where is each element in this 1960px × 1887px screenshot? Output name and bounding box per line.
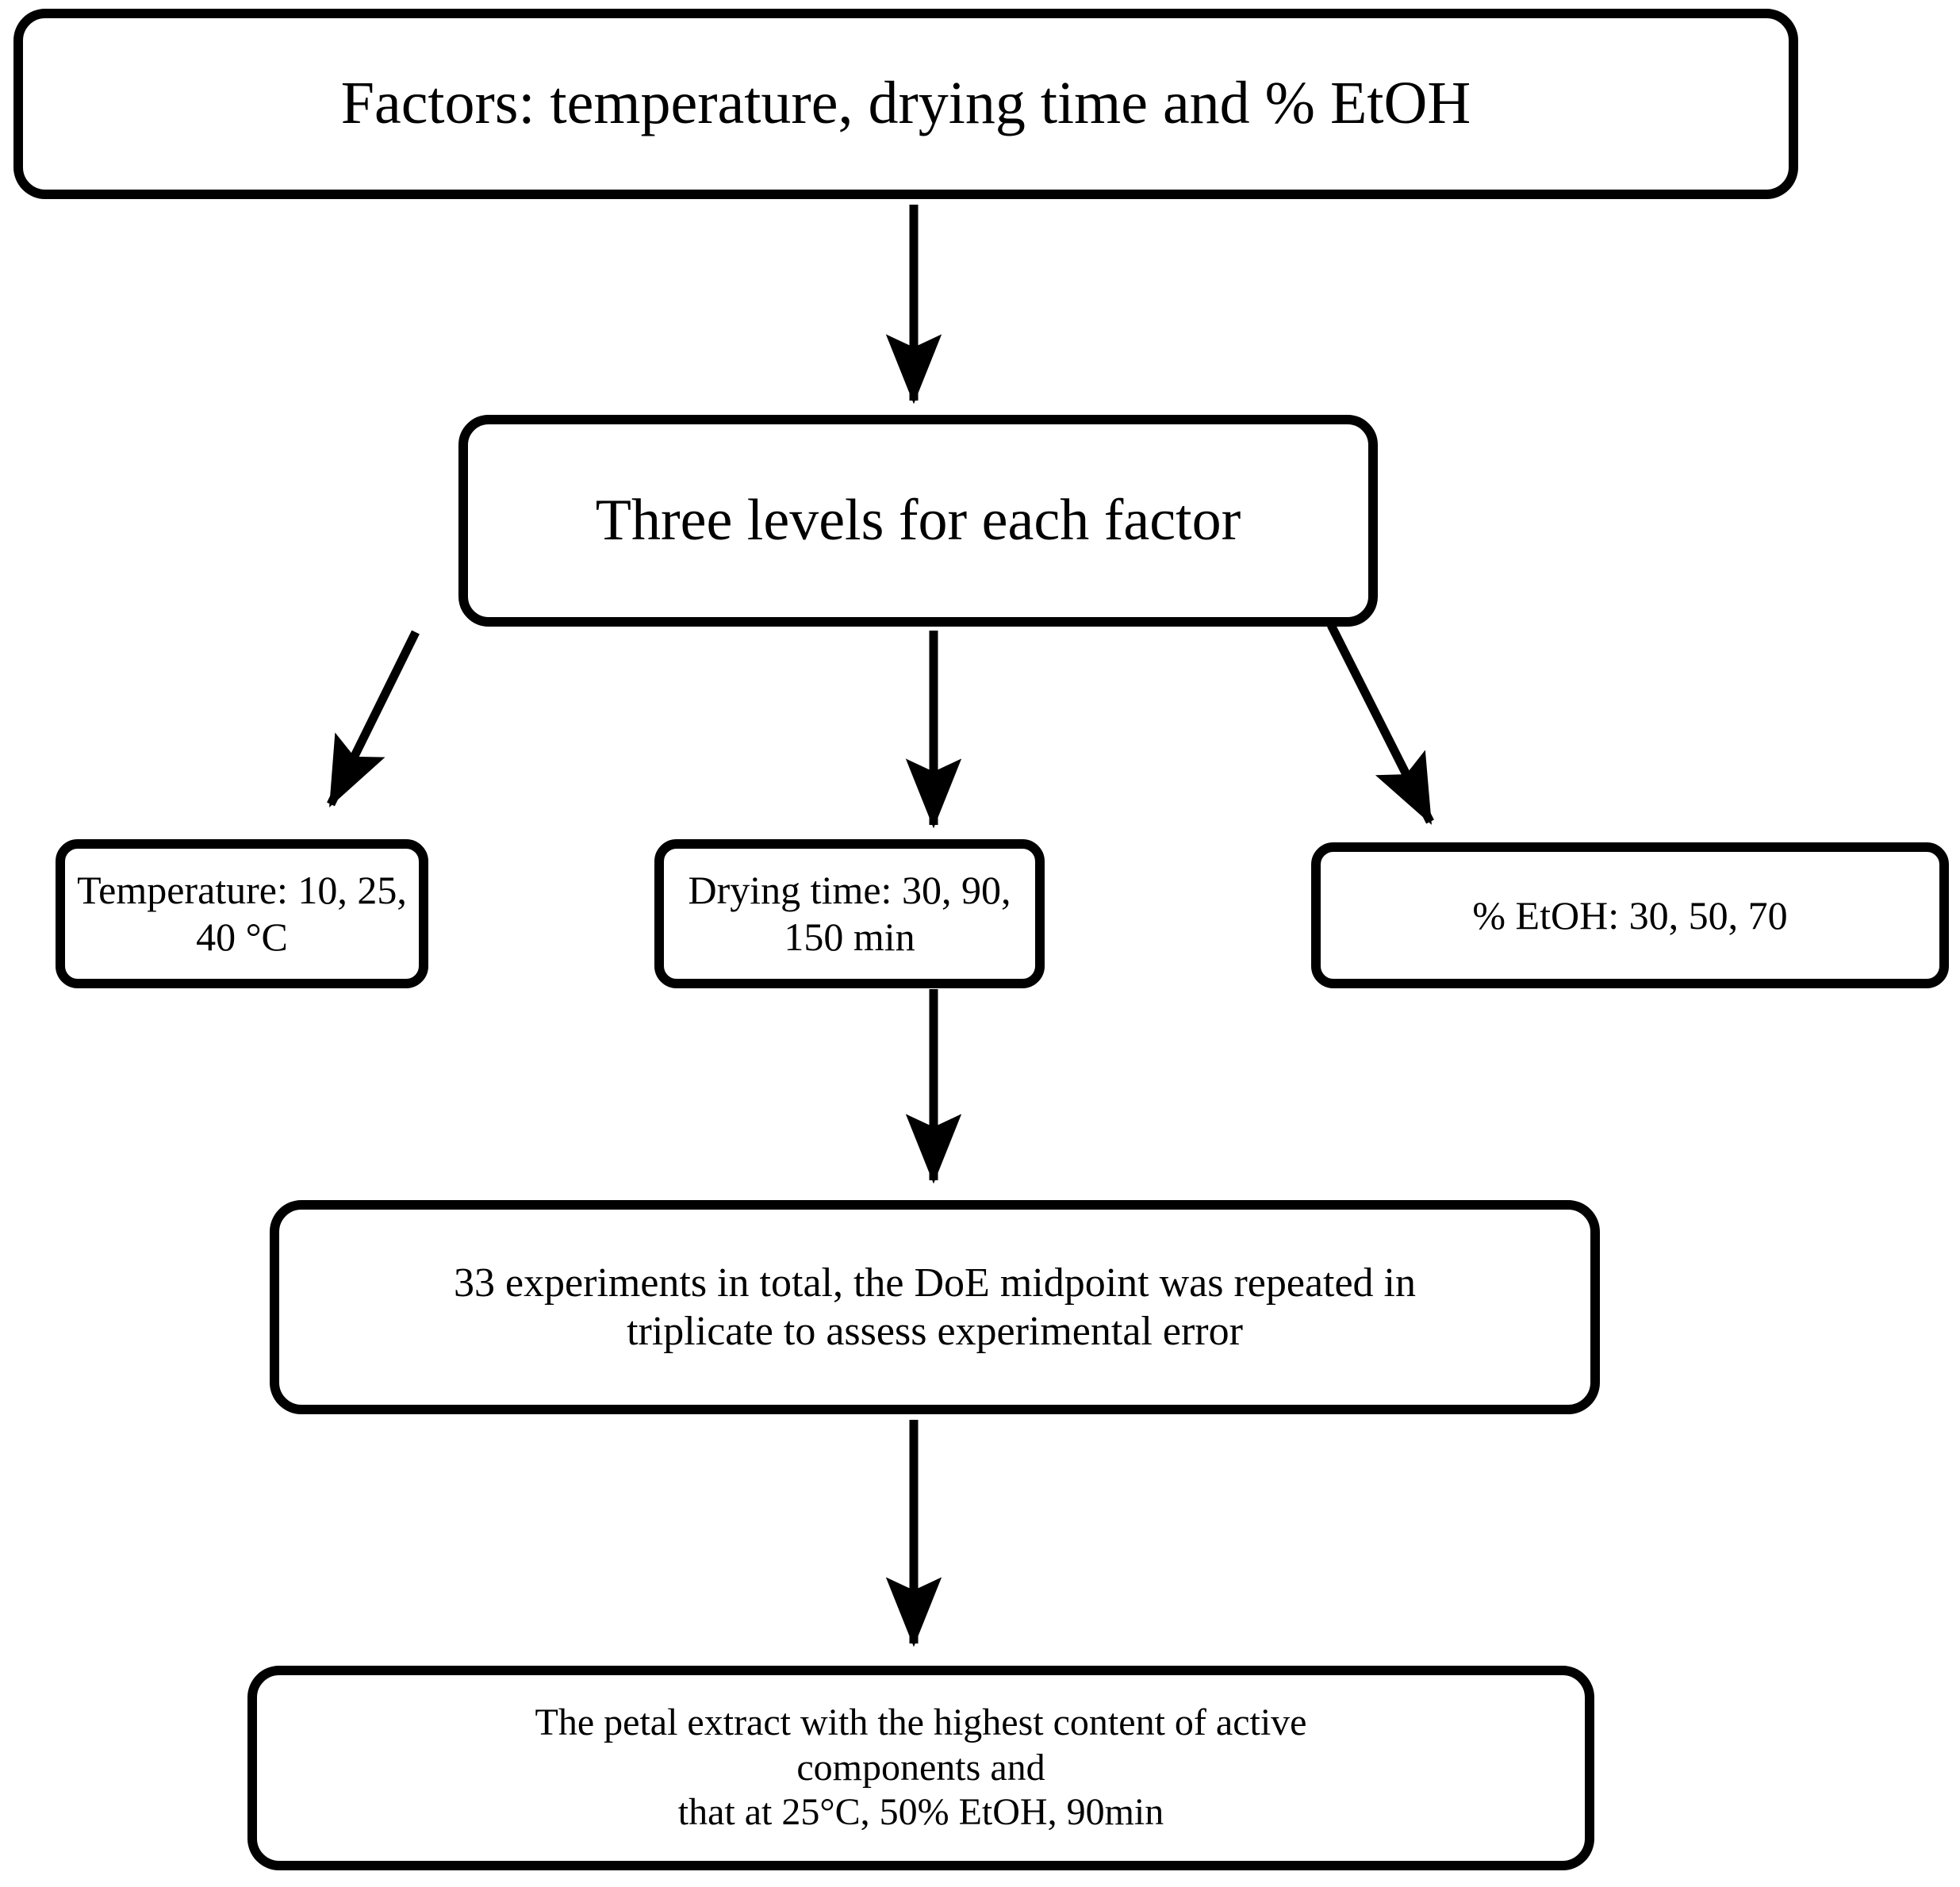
node-factors: Factors: temperature, drying time and % … [13,9,1798,199]
edge-levels-to-etoh [1327,623,1434,825]
node-conclusion: The petal extract with the highest conte… [247,1666,1594,1870]
node-experiments-total: 33 experiments in total, the DoE midpoin… [270,1200,1600,1414]
node-three-levels: Three levels for each factor [458,415,1378,627]
edge-levels-to-temperature [327,630,420,807]
node-percent-etoh-label: % EtOH: 30, 50, 70 [1472,892,1788,938]
node-factors-label: Factors: temperature, drying time and % … [340,70,1471,137]
node-three-levels-label: Three levels for each factor [595,487,1241,553]
node-percent-etoh: % EtOH: 30, 50, 70 [1311,842,1949,988]
node-conclusion-label: The petal extract with the highest conte… [535,1701,1307,1834]
node-temperature: Temperature: 10, 25, 40 °C [56,839,428,988]
node-temperature-label: Temperature: 10, 25, 40 °C [77,868,407,959]
node-experiments-total-label: 33 experiments in total, the DoE midpoin… [453,1260,1417,1354]
node-drying-time-label: Drying time: 30, 90, 150 min [688,868,1011,959]
node-drying-time: Drying time: 30, 90, 150 min [654,839,1045,988]
